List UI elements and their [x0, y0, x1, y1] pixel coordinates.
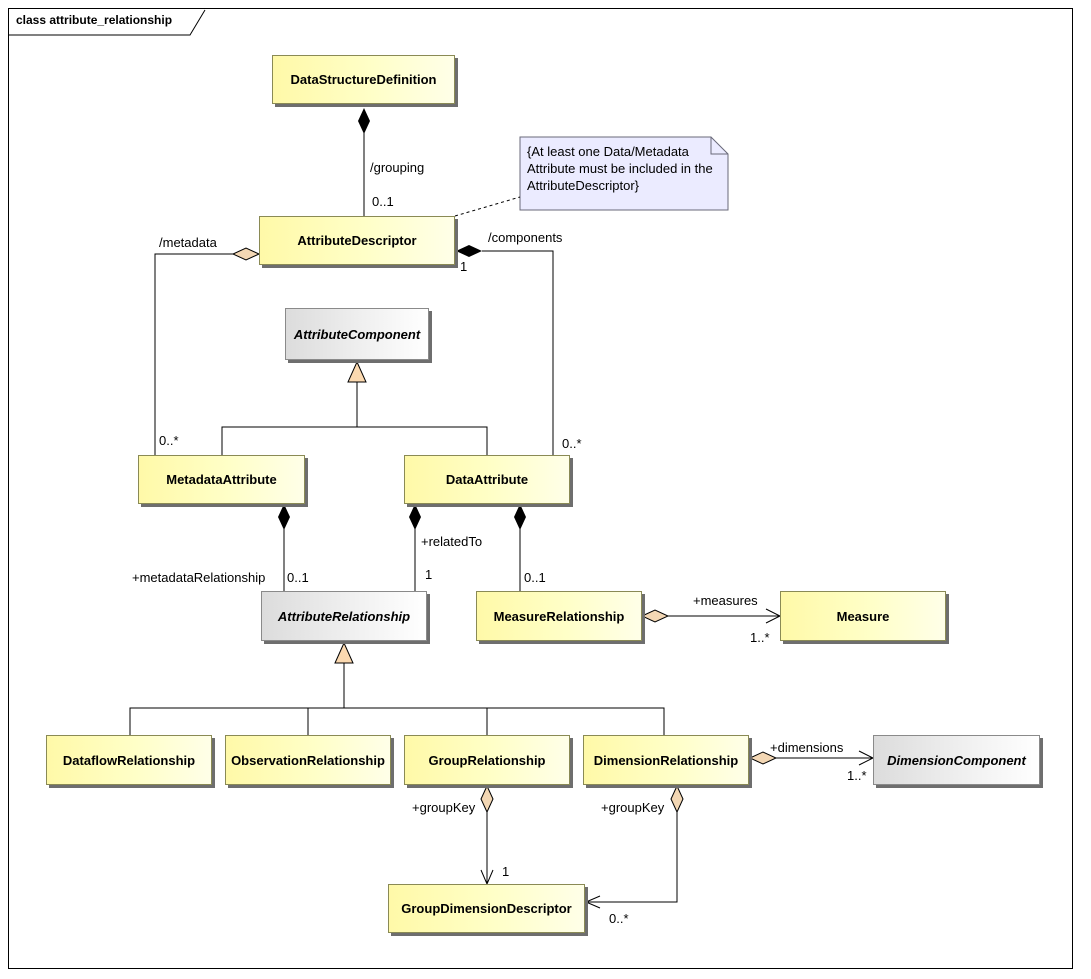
attr-component-gen-triangle	[347, 360, 367, 383]
class-measure[interactable]: Measure	[780, 591, 946, 641]
class-group-relationship[interactable]: GroupRelationship	[404, 735, 570, 785]
class-data-attribute[interactable]: DataAttribute	[404, 455, 570, 504]
metadata-relationship-diamond	[278, 504, 290, 530]
measures-aggregation-diamond	[640, 609, 670, 623]
group-key-diamond-1	[480, 784, 494, 814]
label-dimensions-mult: 1..*	[847, 768, 867, 783]
class-dataflow-relationship[interactable]: DataflowRelationship	[46, 735, 212, 785]
attr-relationship-gen-bus	[129, 707, 665, 735]
metadata-line	[154, 253, 233, 455]
class-metadata-attribute[interactable]: MetadataAttribute	[138, 455, 305, 504]
group-key-arrowhead-2	[584, 895, 601, 909]
label-group-key-2-mult: 0..*	[609, 911, 629, 926]
label-related-to: +relatedTo	[421, 534, 483, 549]
class-attribute-relationship[interactable]: AttributeRelationship	[261, 591, 427, 641]
metadata-aggregation-diamond	[231, 247, 261, 261]
class-attribute-component[interactable]: AttributeComponent	[285, 308, 429, 360]
group-key-diamond-2	[670, 784, 684, 814]
label-related-to-mult: 1	[425, 567, 433, 582]
measure-relationship-diamond	[514, 504, 526, 530]
label-metadata-mult: 0..*	[159, 433, 179, 448]
class-attribute-descriptor[interactable]: AttributeDescriptor	[259, 216, 455, 265]
related-to-diamond	[409, 504, 421, 530]
label-metadata-relationship-mult: 0..1	[287, 570, 309, 585]
constraint-note: {At least one Data/Metadata Attribute mu…	[527, 143, 742, 194]
label-grouping: /grouping	[370, 160, 425, 175]
class-measure-relationship[interactable]: MeasureRelationship	[476, 591, 642, 641]
label-group-key-1-mult: 1	[502, 864, 510, 879]
components-line	[482, 250, 554, 455]
label-dimensions: +dimensions	[770, 740, 844, 755]
label-components: /components	[488, 230, 563, 245]
note-line-3: AttributeDescriptor}	[527, 178, 639, 193]
label-group-key-2: +groupKey	[601, 800, 665, 815]
note-fold	[710, 137, 728, 155]
frame-title: class attribute_relationship	[16, 13, 173, 27]
group-key-line-2	[586, 811, 678, 903]
label-grouping-mult: 0..1	[372, 194, 394, 209]
class-data-structure-definition[interactable]: DataStructureDefinition	[272, 55, 455, 104]
grouping-composition-diamond	[358, 108, 370, 134]
class-dimension-relationship[interactable]: DimensionRelationship	[583, 735, 749, 785]
dimensions-aggregation-diamond	[748, 751, 778, 765]
label-components-src-mult: 1	[460, 259, 468, 274]
label-measure-rel-mult: 0..1	[524, 570, 546, 585]
note-anchor-line	[454, 196, 521, 217]
frame-tab-outline	[8, 9, 206, 36]
note-shape	[519, 136, 729, 211]
note-line-1: {At least one Data/Metadata	[527, 144, 689, 159]
diagram-frame	[8, 8, 1073, 969]
class-dimension-component[interactable]: DimensionComponent	[873, 735, 1040, 785]
attr-relationship-gen-triangle	[334, 641, 354, 664]
components-composition-diamond	[456, 245, 482, 257]
label-components-mult: 0..*	[562, 436, 582, 451]
attr-component-gen-bus	[221, 426, 488, 455]
label-metadata: /metadata	[159, 235, 217, 250]
note-line-2: Attribute must be included in the	[527, 161, 713, 176]
class-observation-relationship[interactable]: ObservationRelationship	[225, 735, 391, 785]
label-metadata-relationship: +metadataRelationship	[132, 570, 266, 585]
label-measures: +measures	[693, 593, 758, 608]
label-measures-mult: 1..*	[750, 630, 770, 645]
label-group-key-1: +groupKey	[412, 800, 476, 815]
class-group-dimension-descriptor[interactable]: GroupDimensionDescriptor	[388, 884, 585, 933]
